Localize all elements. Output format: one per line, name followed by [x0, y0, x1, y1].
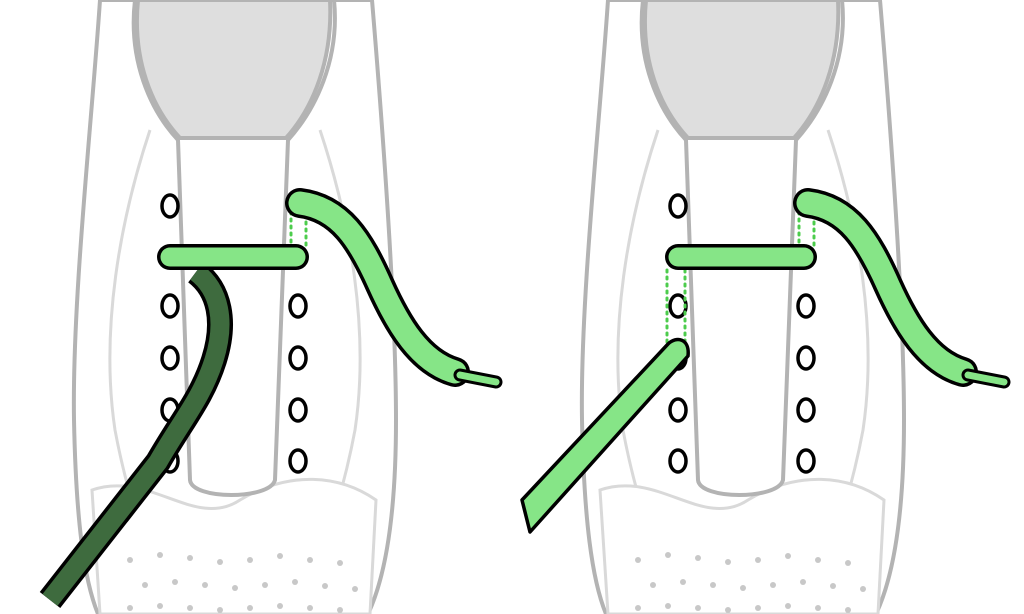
lace-aglet-icon [453, 368, 503, 389]
shoe-outline-icon [579, 0, 907, 614]
sole-dots [127, 552, 358, 613]
toe-cap [598, 477, 886, 614]
lace-aglet-icon [961, 368, 1011, 389]
eyelet-icon [668, 193, 816, 474]
step-2-panel [520, 0, 1011, 614]
tongue-top [643, 0, 841, 140]
lace-end-over [285, 188, 470, 387]
lace-end-over [793, 188, 978, 387]
lace-end-under-fill [42, 264, 230, 606]
tongue-top [135, 0, 333, 140]
step-1-panel [39, 0, 503, 614]
sole-dots [635, 552, 866, 613]
lace-end-cut [520, 337, 690, 534]
